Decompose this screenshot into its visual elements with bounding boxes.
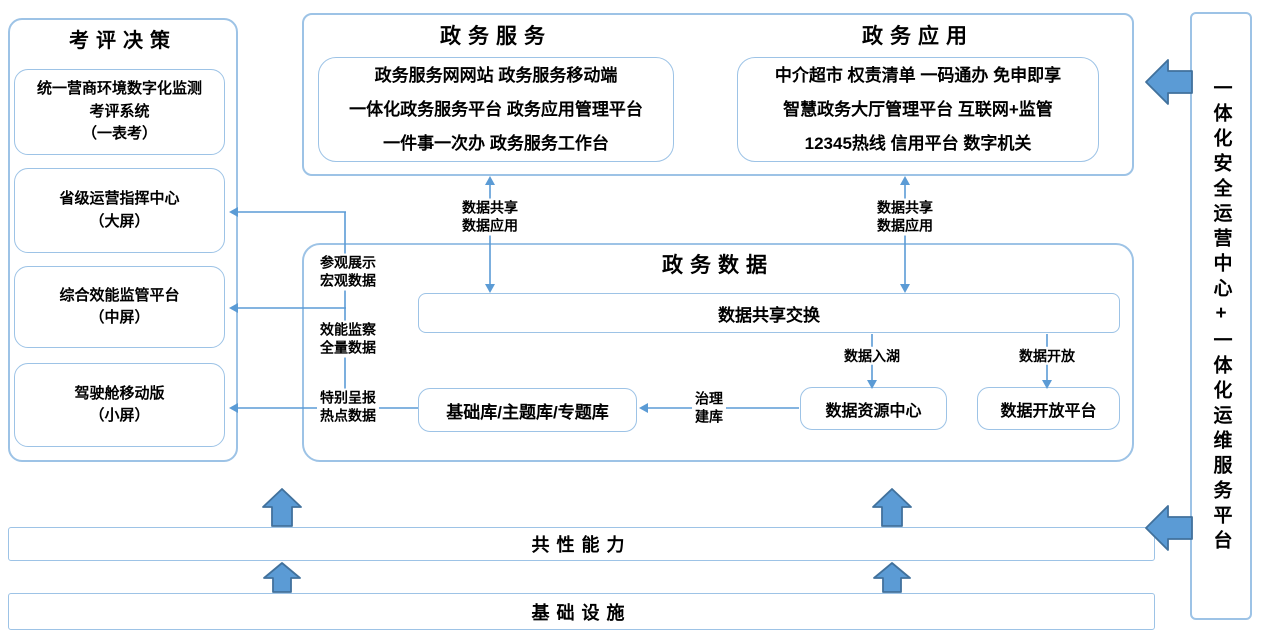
monitor-evaluation-system-box: 统一营商环境数字化监测 考评系统 （一表考） xyxy=(14,69,225,155)
label-data-share-right: 数据共享 数据应用 xyxy=(874,198,936,236)
label-data-open: 数据开放 xyxy=(1016,346,1078,366)
label-efficiency-monitor: 效能监察 全量数据 xyxy=(317,320,379,358)
block-arrow-up-icon xyxy=(262,488,302,527)
label-data-lake: 数据入湖 xyxy=(841,346,903,366)
gov-data-title: 政务数据 xyxy=(662,254,774,277)
library-box: 基础库/主题库/专题库 xyxy=(418,388,637,432)
arrowhead-up-icon xyxy=(485,176,495,185)
block-arrow-up-icon xyxy=(873,562,911,593)
data-open-platform-box: 数据开放平台 xyxy=(977,387,1120,430)
block-arrow-up-icon xyxy=(263,562,301,593)
security-ops-maintenance-panel: 一体化安全运营中心+一体化运维服务平台 xyxy=(1190,12,1252,620)
evaluation-decision-title: 考评决策 xyxy=(69,30,177,52)
data-resource-center-box: 数据资源中心 xyxy=(800,387,947,430)
common-capability-bar: 共性能力 xyxy=(8,527,1155,561)
gov-service-items-box: 政务服务网网站 政务服务移动端 一体化政务服务平台 政务应用管理平台 一件事一次… xyxy=(318,57,674,162)
infrastructure-bar: 基础设施 xyxy=(8,593,1155,630)
label-special-report: 特别呈报 热点数据 xyxy=(317,388,379,426)
gov-application-items-box: 中介超市 权责清单 一码通办 免申即享 智慧政务大厅管理平台 互联网+监管 12… xyxy=(737,57,1099,162)
block-arrow-up-icon xyxy=(872,488,912,527)
gov-application-title: 政务应用 xyxy=(862,25,974,48)
province-command-center-box: 省级运营指挥中心 （大屏） xyxy=(14,168,225,253)
label-govern-build: 治理 建库 xyxy=(692,389,726,427)
gov-service-title: 政务服务 xyxy=(440,25,552,48)
efficiency-supervision-platform-box: 综合效能监管平台 （中屏） xyxy=(14,266,225,348)
block-arrow-left-icon xyxy=(1145,59,1193,105)
cockpit-mobile-box: 驾驶舱移动版 （小屏） xyxy=(14,363,225,447)
label-data-share-left: 数据共享 数据应用 xyxy=(459,198,521,236)
data-exchange-bar: 数据共享交换 xyxy=(418,293,1120,333)
arrowhead-up-icon xyxy=(900,176,910,185)
label-visit-display: 参观展示 宏观数据 xyxy=(317,253,379,291)
